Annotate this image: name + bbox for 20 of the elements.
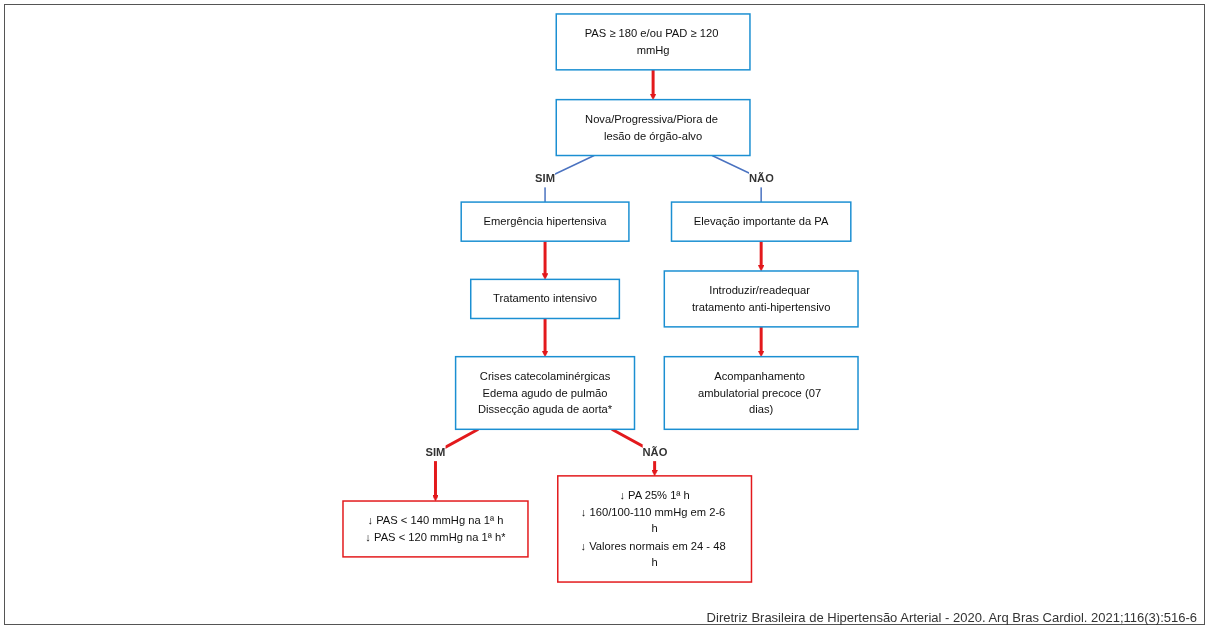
node-box: PAS ≥ 180 e/ou PAD ≥ 120 mmHg [555,13,751,71]
node-box: Nova/Progressiva/Piora de lesão de órgão-alvo [555,98,751,157]
node-box: Elevação importante da PA [670,201,852,242]
arrow [757,241,765,272]
node-box: Crises catecolaminérgicas Edema agudo de pulmão Dissecção aguda de aorta* [454,355,636,431]
arrow [757,326,765,357]
edge-label: NÃO [642,445,668,459]
edge-label: SIM [535,171,555,185]
node-box: Tratamento intensivo [470,278,621,320]
node-box: Acompanhamento ambulatorial precoce (07 dias) [663,355,859,431]
node-box: Introduzir/readequar tratamento anti-hipertensivo [663,270,859,328]
node-box: Emergência hipertensiva [460,201,630,242]
edge-label: NÃO [749,171,774,185]
edge-label: SIM [425,445,446,459]
arrow [541,241,549,280]
caption: Diretriz Brasileira de Hipertensão Arterial - 2020. Arq Bras Cardiol. 2021;116(3):516-6 [706,610,1197,625]
node-box: ↓ PA 25% 1ª h ↓ 160/100-110 mmHg em 2-6 h ↓ Valores normais em 24 - 48 h [557,475,753,583]
arrow [541,318,549,357]
node-box: ↓ PAS < 140 mmHg na 1ª h ↓ PAS < 120 mmHg na 1ª h* [342,500,529,558]
arrow [649,69,657,100]
